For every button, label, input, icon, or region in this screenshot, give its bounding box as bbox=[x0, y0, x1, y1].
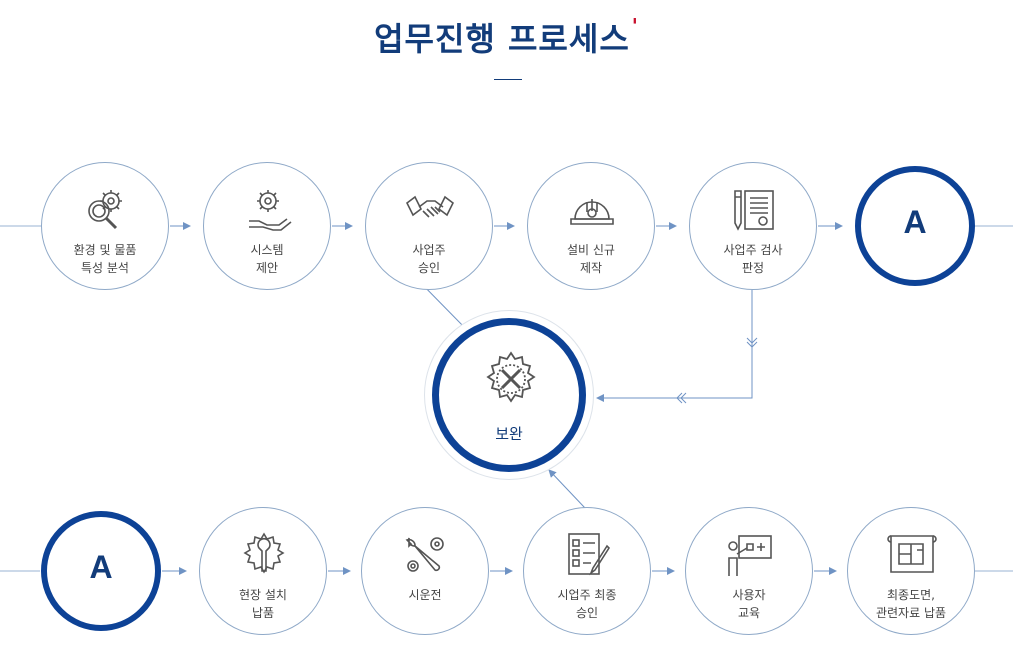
gear-magnifier-icon bbox=[88, 190, 122, 230]
chevron-down-icon bbox=[746, 337, 758, 348]
arrow-inspection-to-center bbox=[596, 290, 753, 402]
hard-hat-icon bbox=[570, 199, 614, 225]
gear-tools-icon bbox=[486, 351, 536, 403]
step-label: 최종도면,관련자료 납품 bbox=[875, 588, 947, 620]
chevron-left-icon bbox=[676, 392, 687, 404]
step-final-drawings-delivery: 최종도면,관련자료 납품 bbox=[847, 507, 975, 635]
gear-wrench-icon bbox=[243, 532, 285, 574]
title-accent-mark: ' bbox=[631, 14, 639, 38]
presentation-board-icon bbox=[728, 535, 772, 576]
handshake-icon bbox=[405, 195, 455, 218]
step-test-run: 시운전 bbox=[361, 507, 489, 635]
wrench-gears-icon bbox=[405, 537, 444, 572]
title-underline bbox=[494, 79, 522, 80]
center-supplement: 보완 bbox=[432, 318, 586, 472]
checklist-pen-icon bbox=[568, 533, 611, 576]
blueprint-icon bbox=[887, 535, 937, 573]
connector-a-bottom: A bbox=[41, 511, 161, 631]
step-label: 시운전 bbox=[408, 588, 442, 602]
center-label: 보완 bbox=[495, 425, 523, 443]
hand-gears-icon bbox=[249, 190, 292, 231]
document-pen-icon bbox=[734, 190, 774, 231]
page-title: 업무진행 프로세스' bbox=[374, 14, 639, 58]
arrow-final-to-center bbox=[548, 469, 586, 509]
connector-a-top: A bbox=[855, 166, 975, 286]
